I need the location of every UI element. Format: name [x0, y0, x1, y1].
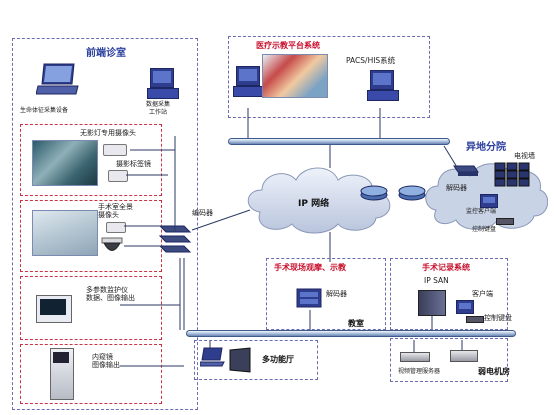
- weak-room-label: 弱电机房: [478, 367, 510, 376]
- tv-wall-icon: [494, 162, 530, 187]
- endoscope-label: 内窥镜 图像输出: [92, 353, 120, 370]
- thoracoscope-camera-label: 摄影标签镜: [116, 160, 151, 168]
- workstation-base: [147, 88, 179, 99]
- keyboard-icon: [466, 316, 484, 323]
- decoder-icon-classroom: [296, 288, 322, 308]
- front-room-title: 前端诊室: [86, 48, 126, 59]
- server-icon-2: [450, 350, 478, 362]
- record-title: 手术记录系统: [422, 263, 470, 272]
- encoder-label: 编码器: [192, 209, 213, 217]
- multifunction-hall-zone: [194, 340, 318, 380]
- decoder-classroom-label: 解码器: [326, 290, 347, 298]
- monitoring-client-monitor: [480, 194, 498, 208]
- platform-zone: [228, 36, 430, 118]
- router-icon: [360, 185, 388, 201]
- or-panorama-camera-label: 手术室全景 摄像头: [98, 203, 133, 220]
- router-icon-branch: [398, 185, 426, 201]
- weak-room-zone: [390, 338, 508, 382]
- thoracoscope-camera-icon: [108, 170, 128, 182]
- platform-title: 医疗示教平台系统: [256, 41, 320, 50]
- pacs-base: [367, 90, 399, 101]
- broadcast-zone: [266, 258, 386, 330]
- control-keyboard-branch-label: 控制键盘: [472, 226, 497, 233]
- platform-monitor-1: [236, 66, 260, 86]
- endoscope-cart-icon: [50, 348, 74, 400]
- shadowless-camera-label: 无影灯专用摄像头: [80, 129, 136, 137]
- bottom-network-bus: [186, 330, 516, 337]
- client-monitor: [456, 300, 474, 314]
- monitor-box: [20, 276, 162, 340]
- client-label: 客户端: [472, 290, 493, 298]
- pacs-his-label: PACS/HIS系统: [346, 56, 396, 65]
- surgery-photo: [32, 140, 98, 186]
- dome-camera-icon: [101, 237, 123, 251]
- multi-param-monitor-label: 多参数监护仪 数据、图像输出: [86, 286, 135, 303]
- ip-san-storage-icon: [418, 290, 446, 316]
- keyboard-icon-branch: [496, 218, 514, 225]
- tv-wall-label: 电视墙: [514, 152, 535, 160]
- projector-laptop-icon: [200, 347, 251, 373]
- ip-network-label: IP 网络: [298, 199, 330, 209]
- branch-title: 异地分院: [466, 142, 506, 153]
- server-icon-1: [400, 352, 430, 362]
- decoder-icon-branch: [453, 165, 479, 176]
- classroom-label: 教室: [348, 319, 364, 328]
- ip-san-label: IP SAN: [424, 276, 449, 285]
- shadowless-camera-box: [20, 124, 162, 196]
- record-zone: [390, 258, 508, 330]
- data-workstation-label: 数据采集 工作站: [146, 101, 171, 116]
- patient-monitor-icon: [36, 295, 72, 323]
- decoder-branch-label: 解码器: [446, 184, 467, 192]
- broadcast-title: 手术现场观摩、示教: [274, 263, 346, 272]
- front-room-zone: [12, 38, 198, 410]
- video-server-label: 视频管理服务器: [398, 368, 441, 375]
- monitoring-client-label: 监控客户端: [466, 208, 497, 215]
- endoscope-box: [20, 344, 162, 404]
- control-keyboard-label: 控制键盘: [484, 314, 512, 322]
- platform-screen: [262, 54, 328, 98]
- vital-signs-device-label: 生命体征采集设备: [20, 107, 69, 114]
- or-photo: [32, 210, 98, 256]
- shadowless-camera-icon: [103, 144, 127, 156]
- laptop-icon: [36, 63, 79, 95]
- multifunction-hall-label: 多功能厅: [262, 355, 294, 364]
- pacs-monitor: [370, 70, 394, 90]
- panorama-camera-icon: [106, 222, 126, 233]
- workstation-monitor: [150, 68, 174, 88]
- top-network-bus: [228, 138, 450, 145]
